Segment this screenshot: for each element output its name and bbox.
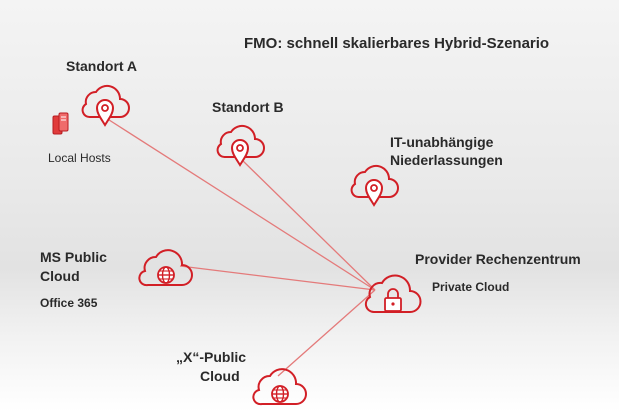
- label-provider: Provider Rechenzentrum: [415, 251, 581, 267]
- page-title: FMO: schnell skalierbares Hybrid-Szenari…: [244, 35, 550, 52]
- label-office-365: Office 365: [40, 296, 98, 310]
- link-provider-x-public: [277, 289, 376, 377]
- cloud-globe-icon: [252, 368, 307, 406]
- label-ms-public-line1: MS Public: [40, 249, 107, 265]
- label-x-public-line2: Cloud: [200, 368, 240, 384]
- cloud-globe-icon: [138, 249, 193, 287]
- label-it-unabhaengig-line2: Niederlassungen: [390, 152, 503, 168]
- link-provider-ms-public: [179, 265, 376, 291]
- cloud-location-icon: [216, 124, 265, 167]
- cloud-location-icon: [350, 164, 399, 207]
- link-provider-standort-b: [239, 157, 376, 291]
- label-x-public-line1: „X“-Public: [176, 349, 247, 365]
- server-icon: [52, 112, 69, 135]
- cloud-location-icon: [81, 84, 130, 127]
- cloud-lock-icon: [364, 274, 422, 314]
- label-private-cloud: Private Cloud: [432, 280, 510, 294]
- label-standort-a: Standort A: [66, 58, 138, 74]
- label-it-unabhaengig-line1: IT-unabhängige: [390, 134, 494, 150]
- label-standort-b: Standort B: [212, 99, 284, 115]
- label-local-hosts: Local Hosts: [48, 151, 111, 165]
- link-provider-standort-a: [105, 117, 376, 291]
- label-ms-public-line2: Cloud: [40, 268, 80, 284]
